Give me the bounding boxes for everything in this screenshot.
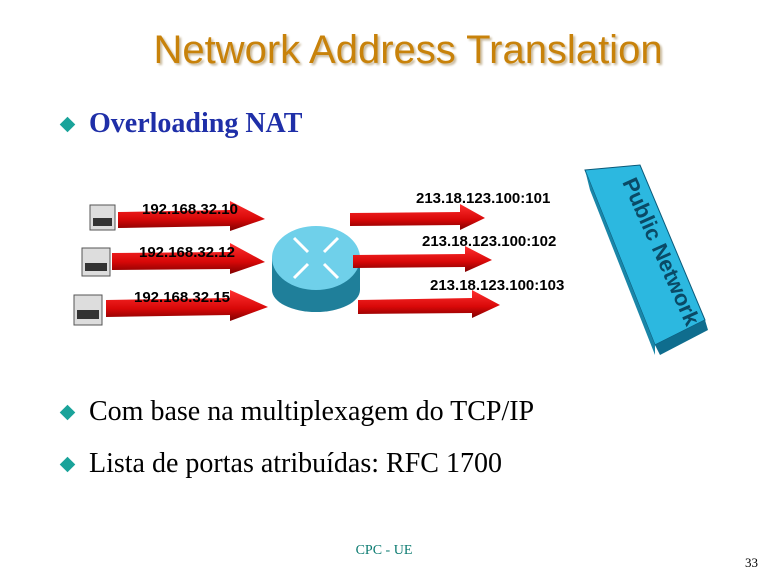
diamond-bullet-icon [59,116,76,132]
bullet-overloading-nat: Overloading NAT [59,108,303,140]
arrow-host-1 [118,201,265,231]
bullet-text: Lista de portas atribuídas: RFC 1700 [89,448,502,479]
bullet-text: Overloading NAT [89,108,303,139]
page-number: 33 [745,555,758,570]
outside-address-1: 213.18.123.100:101 [416,190,550,207]
diamond-bullet-icon [59,456,76,472]
arrow-host-2 [112,243,265,274]
host-computer-icon [81,247,111,277]
arrow-out-1 [350,204,485,230]
public-network-icon: Public Network [584,164,708,355]
arrow-out-2 [353,246,492,272]
slide-footer: CPC - UE [355,543,413,558]
arrow-out-3 [358,290,500,318]
host-computer-icon [73,294,103,326]
inside-address-1: 192.168.32.10 [142,201,238,218]
bullet-rfc: Lista de portas atribuídas: RFC 1700 [59,448,502,480]
inside-address-3: 192.168.32.15 [134,289,230,306]
outside-address-3: 213.18.123.100:103 [430,277,564,294]
nat-diagram: 192.168.32.10 192.168.32.12 192.168.32.1… [73,164,708,355]
router-icon [272,226,360,312]
inside-address-2: 192.168.32.12 [139,244,235,261]
arrow-host-3 [106,290,268,321]
slide-title: Network Address Translation [153,28,663,72]
bullet-multiplexagem: Com base na multiplexagem do TCP/IP [59,396,535,428]
host-computer-icon [89,204,116,231]
outside-address-2: 213.18.123.100:102 [422,233,556,250]
bullet-text: Com base na multiplexagem do TCP/IP [89,396,535,427]
diamond-bullet-icon [59,404,76,420]
